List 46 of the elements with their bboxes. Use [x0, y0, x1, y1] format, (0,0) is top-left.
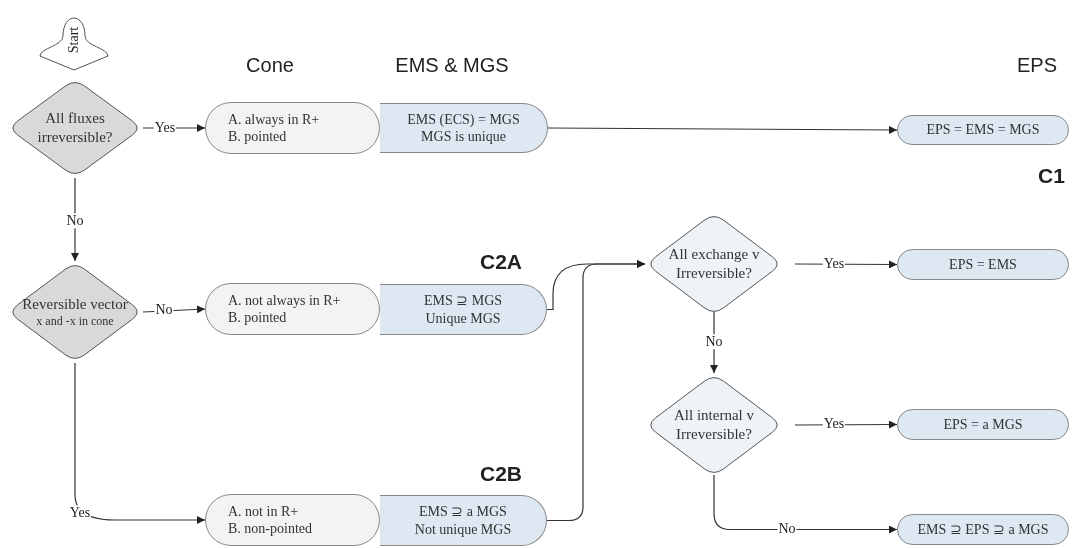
result-text: Not unique MGS: [414, 520, 512, 538]
result-text: EMS (ECS) = MGS: [407, 110, 520, 128]
result-text: MGS is unique: [421, 128, 506, 146]
property-text: A. not always in R+: [228, 291, 341, 309]
edge-label: No: [65, 213, 85, 229]
result-text: EPS = EMS: [949, 255, 1017, 274]
arrow: [713, 474, 898, 534]
arrow: [74, 362, 206, 524]
decision-text: All exchange v Irreversible?: [667, 245, 761, 283]
result-box: [897, 249, 1069, 280]
property-text: A. always in R+: [228, 110, 320, 128]
case-label: C1: [1038, 164, 1065, 188]
result-box: [380, 284, 547, 335]
edge-label: No: [704, 334, 724, 350]
case-label: C2A: [480, 250, 522, 274]
result-text: Unique MGS: [425, 309, 501, 327]
property-text: B. non-pointed: [228, 520, 312, 538]
column-heading: Cone: [246, 54, 294, 77]
arrow: [71, 177, 79, 262]
decision-text: Reversible vector: [22, 295, 128, 314]
property-text: B. pointed: [228, 309, 287, 327]
result-text: EMS ⊇ a MGS: [419, 503, 507, 521]
result-text: EMS ⊇ MGS: [423, 292, 503, 310]
arrow: [546, 260, 646, 522]
property-text: A. not in R+: [228, 502, 299, 520]
decision-text: All internal v Irreversible?: [673, 406, 755, 444]
result-box: [380, 495, 547, 546]
result-box: [897, 514, 1069, 545]
result-text: EPS = a MGS: [943, 415, 1023, 434]
cone-property-box: [205, 283, 380, 335]
arrow: [547, 125, 898, 134]
result-box: [380, 103, 548, 153]
column-heading: EMS & MGS: [395, 54, 509, 77]
decision-text: All fluxes irreversible?: [36, 109, 114, 147]
case-label: C2B: [480, 462, 522, 486]
edge-label: Yes: [68, 505, 92, 521]
cone-property-box: [205, 102, 380, 154]
decision-text: x and -x in cone: [36, 313, 114, 329]
result-box: [897, 115, 1069, 145]
result-text: EMS ⊇ EPS ⊇ a MGS: [917, 520, 1049, 539]
property-text: B. pointed: [228, 128, 287, 146]
column-heading: EPS: [1017, 54, 1057, 77]
result-text: EPS = EMS = MGS: [926, 121, 1040, 139]
start-label: Start: [66, 26, 82, 54]
result-box: [897, 409, 1069, 440]
cone-property-box: [205, 494, 380, 546]
